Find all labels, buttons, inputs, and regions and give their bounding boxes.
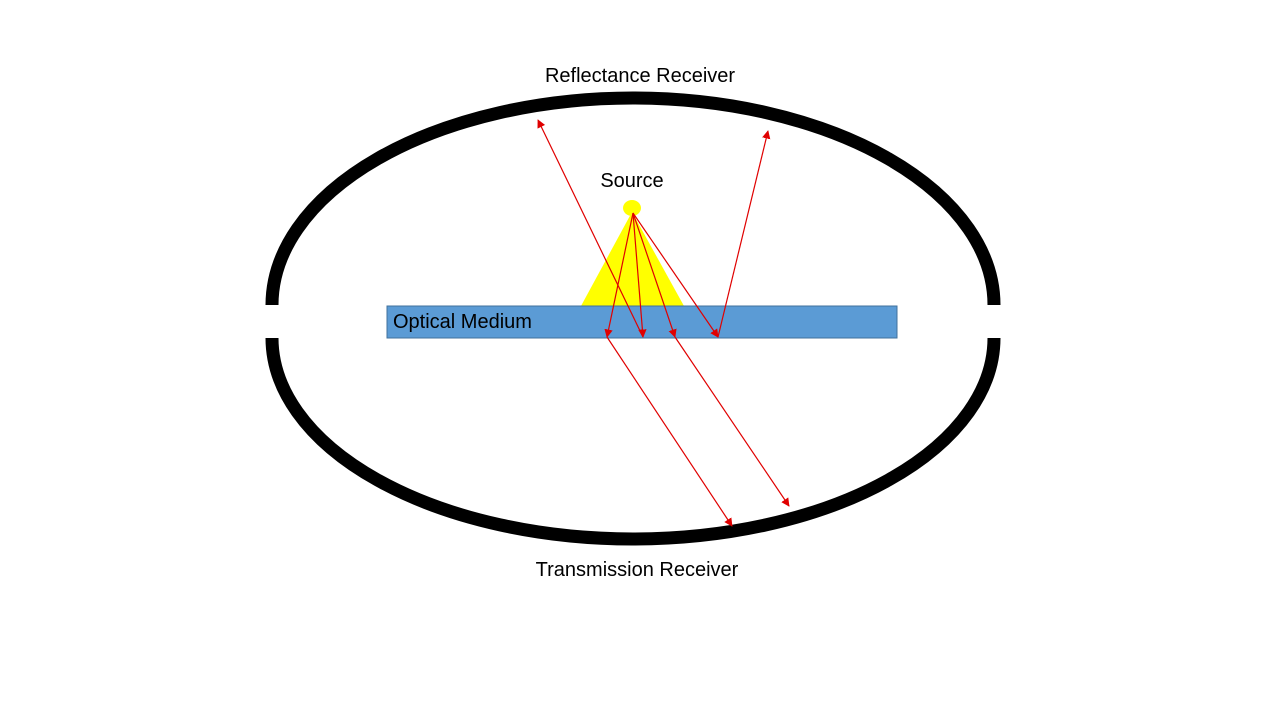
- transmitted-ray-right: [674, 336, 790, 507]
- light-beam-cone: [581, 212, 684, 306]
- transmission-receiver-arc: [265, 337, 1001, 546]
- reflected-ray-right: [717, 130, 771, 338]
- transmitted-ray-left: [606, 336, 733, 527]
- transmission-receiver-label: Transmission Receiver: [535, 559, 739, 581]
- incident-ray-1: [604, 212, 634, 338]
- incident-ray-2: [632, 212, 647, 338]
- light-source-dot: [623, 200, 641, 216]
- incident-ray-4: [632, 212, 719, 338]
- optical-medium-label: Optical Medium: [393, 311, 532, 333]
- source-label: Source: [600, 170, 664, 192]
- reflectance-receiver-label: Reflectance Receiver: [544, 65, 736, 87]
- incident-ray-3: [632, 212, 677, 338]
- reflected-ray-left: [537, 119, 644, 338]
- reflectance-receiver-arc: [265, 91, 1001, 306]
